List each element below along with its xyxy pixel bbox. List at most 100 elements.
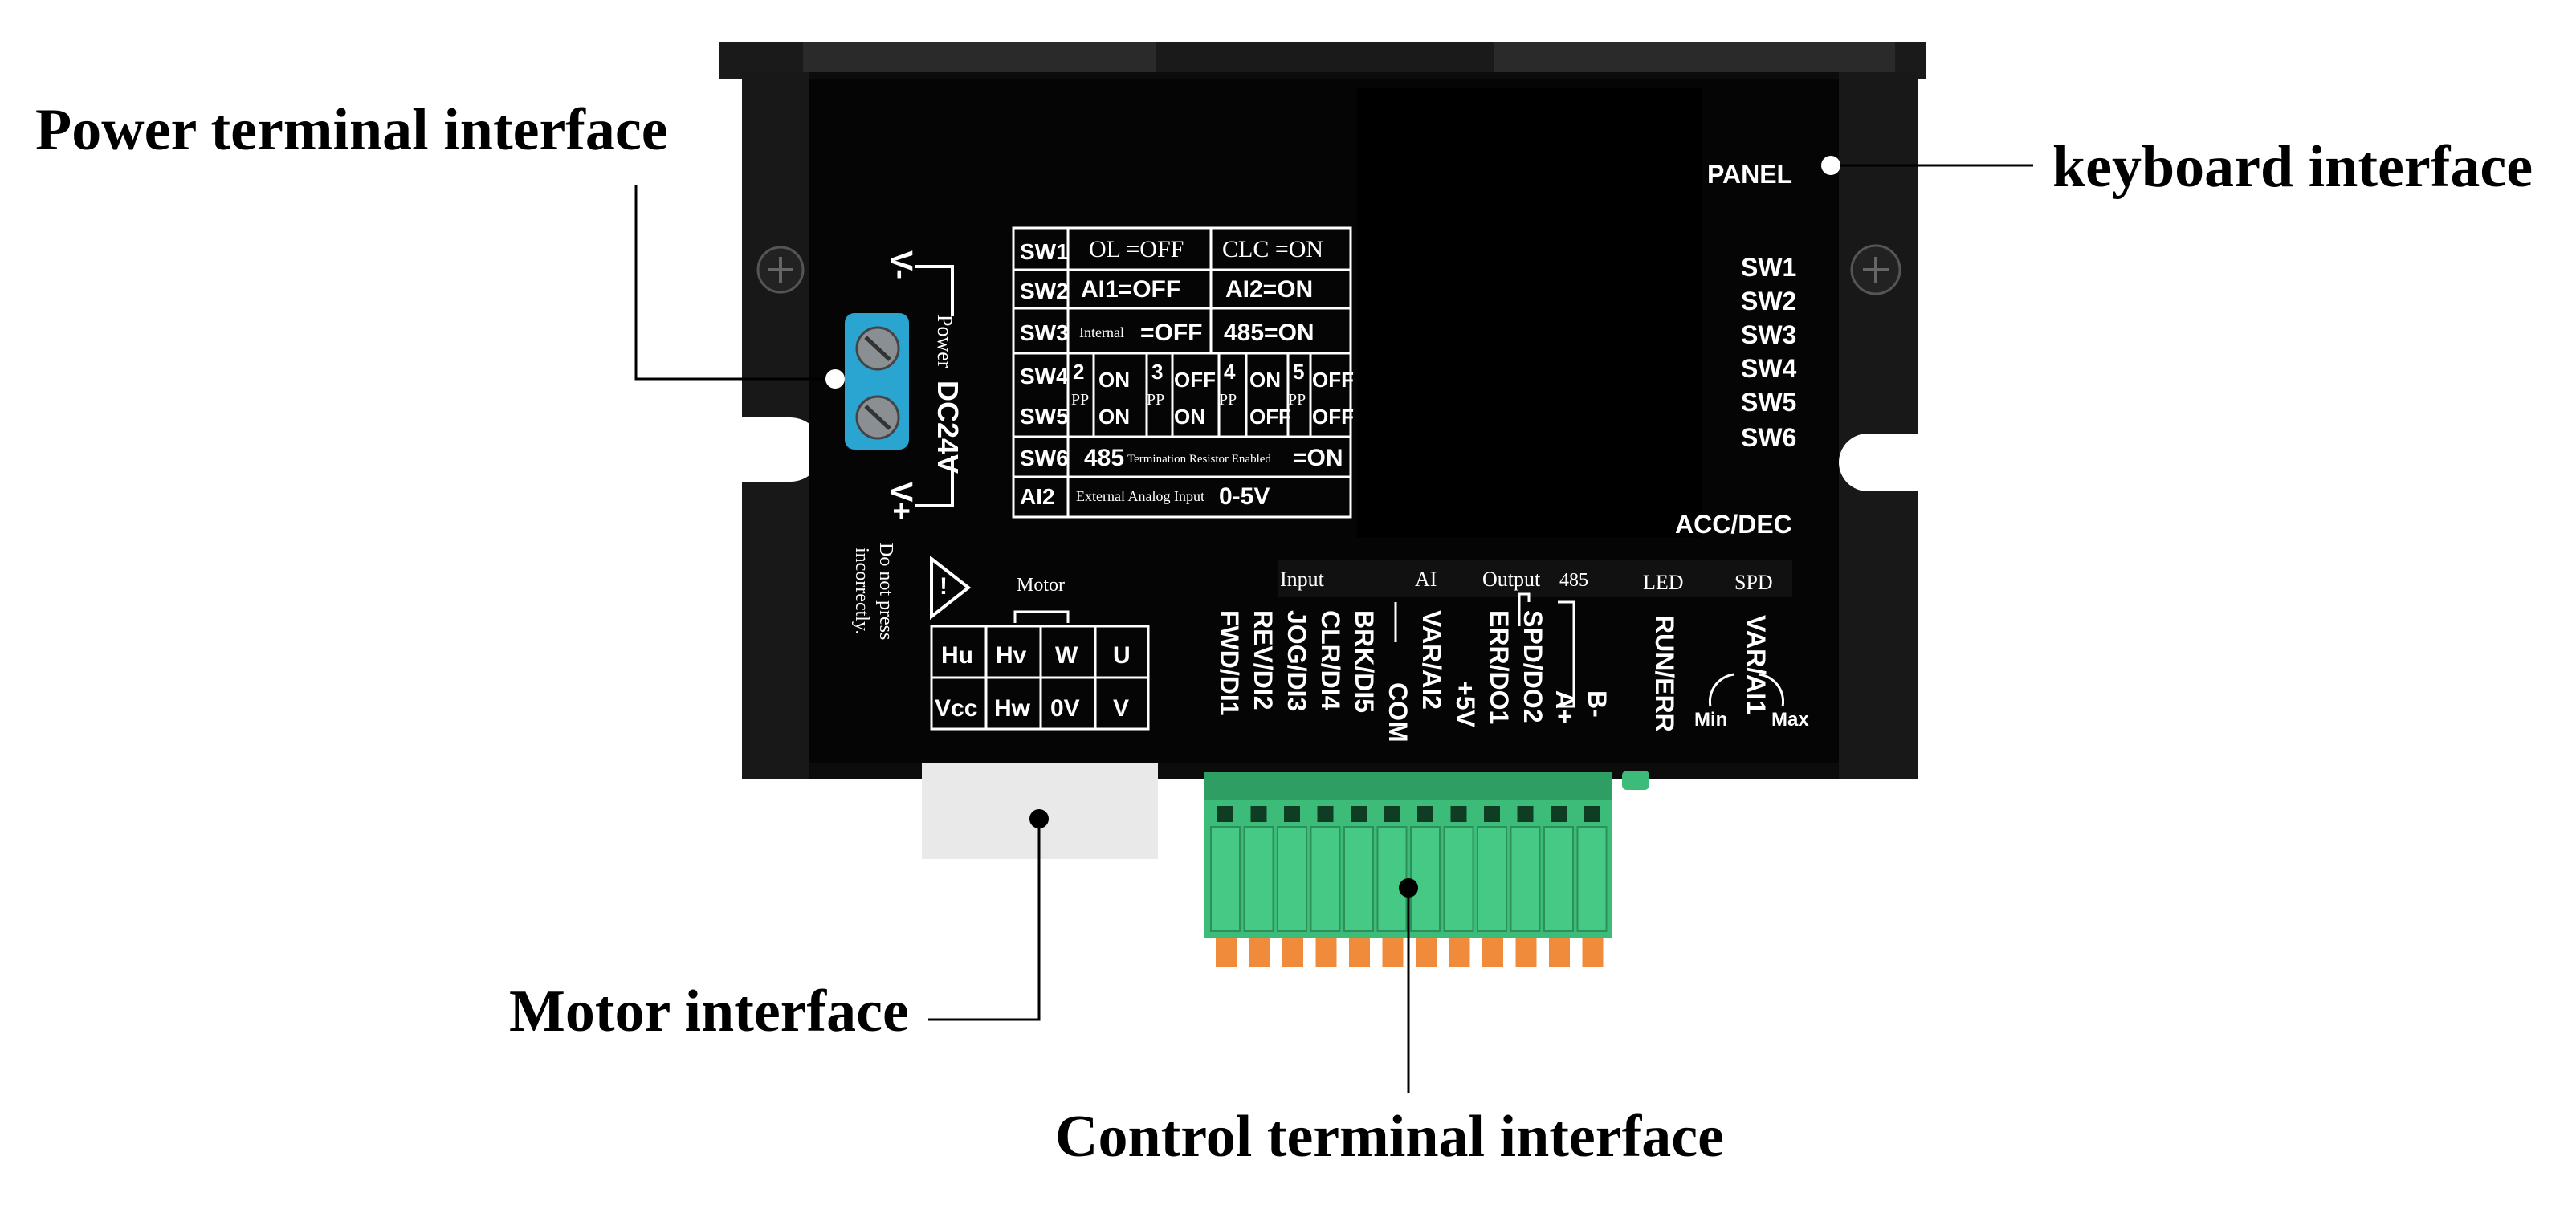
sw3-id: SW3 bbox=[1020, 320, 1069, 345]
sw4-cell: 4 bbox=[1224, 360, 1236, 384]
sw2-setting-a: AI1=OFF bbox=[1081, 276, 1180, 303]
terminal-slot bbox=[1277, 806, 1307, 967]
terminal-label: VAR/AI1 bbox=[1742, 615, 1771, 714]
header-input: Input bbox=[1280, 568, 1325, 591]
terminal-slot bbox=[1243, 806, 1274, 967]
control-callout-dot bbox=[1399, 878, 1418, 898]
terminal-slot bbox=[1576, 806, 1608, 967]
sw5-cell: OFF bbox=[1312, 405, 1354, 429]
sw6-setting-b: =ON bbox=[1293, 445, 1343, 471]
sw5-cell: PP bbox=[1288, 391, 1306, 409]
sw5-cell: OFF bbox=[1249, 405, 1291, 429]
sw3-setting-a: =OFF bbox=[1140, 320, 1203, 346]
power-voltage-label: DC24V bbox=[931, 381, 964, 474]
ai2-id: AI2 bbox=[1020, 484, 1055, 509]
warning-notice: ! Do not press incorrectly. bbox=[851, 543, 972, 640]
driver-housing bbox=[719, 42, 1926, 779]
sw4-cell: 3 bbox=[1151, 360, 1163, 384]
spd-max-label: Max bbox=[1771, 709, 1809, 731]
sw6-id: SW6 bbox=[1020, 446, 1069, 470]
terminal-label: SPD/DO2 bbox=[1518, 610, 1547, 723]
sw1-setting-b: CLC =ON bbox=[1222, 236, 1323, 263]
sw4-id: SW4 bbox=[1020, 364, 1069, 389]
v-plus-label: V+ bbox=[884, 482, 918, 520]
motor-callout-dot bbox=[1029, 809, 1049, 828]
terminal-label: COM bbox=[1384, 682, 1412, 743]
header-spd: SPD bbox=[1734, 571, 1773, 594]
sw5-cell: PP bbox=[1071, 391, 1089, 409]
sw2-mark: SW2 bbox=[1741, 287, 1796, 315]
motor-interface-callout: Motor interface bbox=[509, 979, 909, 1044]
sw4-cell: 2 bbox=[1073, 360, 1084, 384]
terminal-slot bbox=[1343, 806, 1374, 967]
motor-pin-0v: 0V bbox=[1050, 695, 1080, 722]
sw5-cell: ON bbox=[1174, 405, 1205, 429]
power-terminal-callout: Power terminal interface bbox=[35, 97, 668, 163]
terminal-slot bbox=[1510, 806, 1541, 967]
sw2-id: SW2 bbox=[1020, 279, 1069, 303]
callout-leaders bbox=[634, 164, 2033, 1093]
sw5-mark: SW5 bbox=[1741, 388, 1796, 417]
sw1-id: SW1 bbox=[1020, 239, 1069, 264]
header-led: LED bbox=[1643, 571, 1684, 594]
motor-pin-w: W bbox=[1055, 642, 1078, 669]
sw6-mark: SW6 bbox=[1741, 423, 1796, 452]
sw2-setting-b: AI2=ON bbox=[1225, 276, 1313, 303]
warning-line-2: incorrectly. bbox=[851, 548, 872, 634]
motor-pin-vcc: Vcc bbox=[935, 695, 977, 722]
terminal-label: ERR/DO1 bbox=[1485, 610, 1514, 724]
motor-pin-hw: Hw bbox=[994, 695, 1031, 722]
terminal-slot bbox=[1443, 806, 1474, 967]
power-markings: V- Power DC24V V+ bbox=[884, 250, 964, 520]
header-output: Output bbox=[1482, 568, 1541, 591]
control-terminal-block bbox=[1204, 771, 1649, 967]
terminal-label: REV/DI2 bbox=[1249, 610, 1278, 710]
terminal-section-headers: Input AI Output 485 LED SPD bbox=[1278, 560, 1792, 708]
power-callout-dot bbox=[825, 369, 845, 389]
keyboard-interface-callout: keyboard interface bbox=[2052, 134, 2533, 200]
terminal-label: VAR/AI2 bbox=[1417, 610, 1446, 710]
sw5-cell: PP bbox=[1147, 391, 1164, 409]
sw1-setting-a: OL =OFF bbox=[1089, 236, 1184, 263]
warning-line-1: Do not press bbox=[875, 543, 896, 640]
header-485: 485 bbox=[1559, 570, 1588, 591]
terminal-label: CLR/DI4 bbox=[1316, 610, 1345, 710]
sw5-cell: PP bbox=[1219, 391, 1237, 409]
motor-pin-u: U bbox=[1113, 642, 1131, 669]
sw3-small: Internal bbox=[1079, 324, 1124, 340]
warning-triangle-icon bbox=[930, 555, 972, 621]
panel-markings: PANEL SW1 SW2 SW3 SW4 SW5 SW6 ACC/DEC bbox=[1675, 160, 1797, 539]
terminal-slot bbox=[1376, 806, 1408, 967]
sw6-small: Termination Resistor Enabled bbox=[1127, 453, 1271, 466]
motor-pin-hu: Hu bbox=[941, 642, 973, 669]
terminal-slot bbox=[1477, 806, 1507, 967]
motor-pin-grid: Motor Hu Hv W U Vcc Hw 0V V bbox=[930, 575, 1150, 731]
power-label: Power bbox=[933, 315, 956, 368]
terminal-label: BRK/DI5 bbox=[1350, 610, 1379, 713]
sw4-cell: 5 bbox=[1293, 360, 1304, 384]
v-minus-label: V- bbox=[884, 250, 918, 279]
header-ai: AI bbox=[1415, 568, 1437, 591]
terminal-label: JOG/DI3 bbox=[1282, 610, 1311, 711]
terminal-label: A+ bbox=[1551, 690, 1579, 724]
sw6-setting-a: 485 bbox=[1084, 445, 1124, 471]
motor-pin-hv: Hv bbox=[996, 642, 1027, 669]
acc-dec-label: ACC/DEC bbox=[1675, 510, 1792, 539]
terminal-labels: FWD/DI1 REV/DI2 JOG/DI3 CLR/DI4 BRK/DI5 … bbox=[1215, 610, 1809, 743]
panel-label: PANEL bbox=[1707, 160, 1792, 189]
power-terminal-block bbox=[845, 313, 909, 450]
terminal-label: +5V bbox=[1451, 681, 1480, 727]
sw5-id: SW5 bbox=[1020, 404, 1069, 429]
sw3-setting-b: 485=ON bbox=[1224, 320, 1314, 346]
terminal-label: B- bbox=[1583, 690, 1612, 718]
svg-text:!: ! bbox=[940, 573, 948, 600]
terminal-slot bbox=[1210, 806, 1241, 967]
sw4-cell: ON bbox=[1249, 368, 1281, 392]
sw4-cell: ON bbox=[1098, 368, 1130, 392]
control-terminal-callout: Control terminal interface bbox=[1055, 1104, 1724, 1170]
switch-settings-table bbox=[1012, 226, 1352, 519]
motor-title: Motor bbox=[1017, 575, 1065, 596]
terminal-label: RUN/ERR bbox=[1650, 615, 1679, 732]
terminal-slot bbox=[1310, 806, 1341, 967]
motor-pin-v: V bbox=[1113, 695, 1129, 722]
